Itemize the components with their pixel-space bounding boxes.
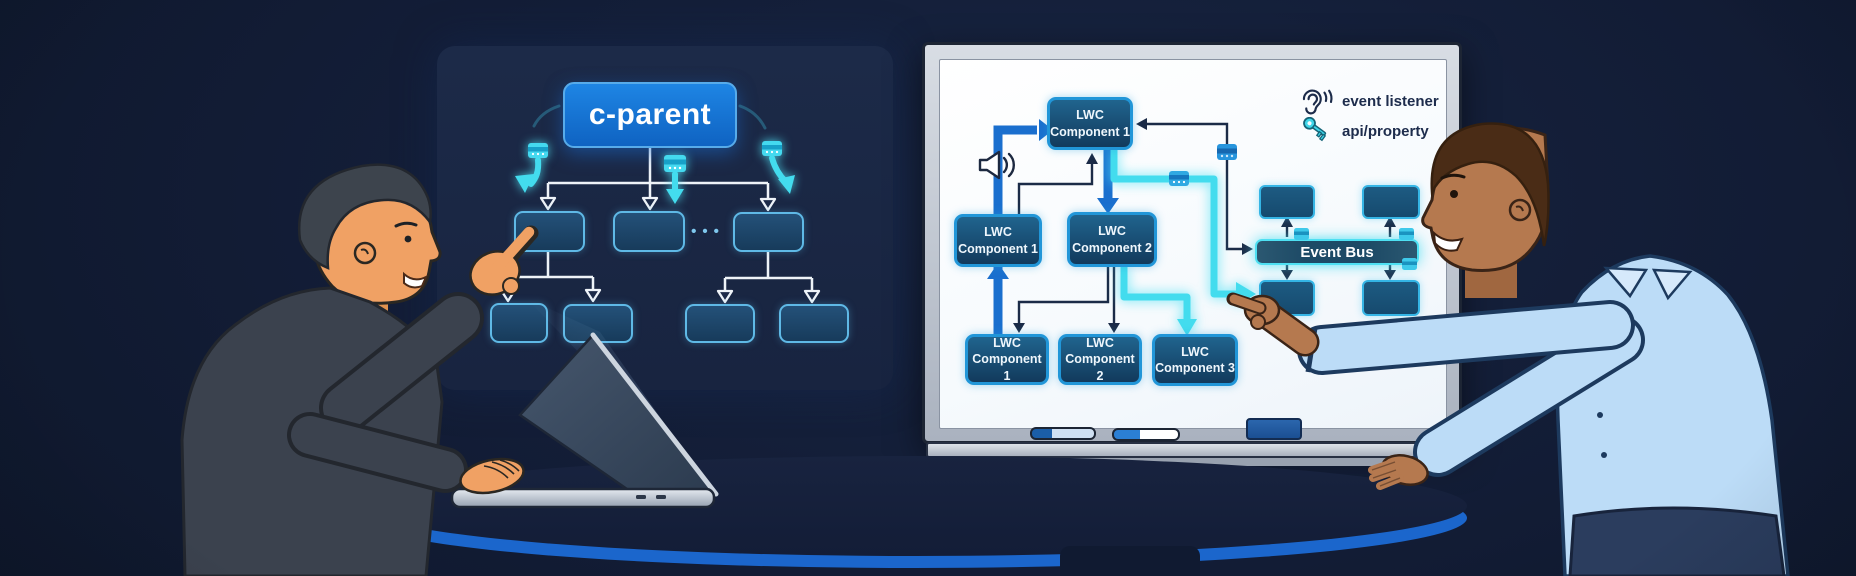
right-person-pointing-hand	[1226, 292, 1320, 357]
shirt-collar-left	[1603, 266, 1649, 299]
left-person-smile	[403, 271, 429, 289]
lwc-bottom-box-3: LWC Component 3	[1152, 334, 1238, 386]
table-pedestal	[1060, 546, 1200, 576]
custom-event-icon-on-cyan-line	[1169, 171, 1189, 186]
lwc-top-component-box: LWC Component 1	[1047, 97, 1133, 150]
legend-event-listener: event listener	[1300, 87, 1439, 115]
grandchild-box-4	[779, 304, 849, 343]
child-component-box-2	[613, 211, 685, 252]
lwc-mid-center-label: LWC Component 2	[1072, 224, 1152, 255]
left-person-eye	[404, 235, 412, 243]
pants	[1568, 506, 1786, 576]
bus-event-badge-1	[1294, 228, 1309, 240]
custom-event-path	[1110, 150, 1256, 336]
marker-pen-2	[1112, 428, 1180, 441]
whiteboard: LWC Component 1 LWC Component 1 LWC Comp…	[922, 42, 1462, 444]
laptop-lid-edge	[590, 332, 719, 497]
pointing-arm-sleeve	[323, 296, 480, 430]
right-person-hair	[1430, 122, 1550, 247]
whiteboard-eraser	[1246, 418, 1302, 440]
laptop	[450, 298, 719, 509]
right-person	[1226, 122, 1790, 576]
lwc-mid-center-box: LWC Component 2	[1067, 212, 1157, 267]
right-person-eyebrow	[1440, 173, 1466, 180]
left-person-head	[297, 163, 442, 305]
right-person-smile	[1432, 230, 1464, 252]
glowing-property-arrows	[515, 141, 795, 204]
typing-arm-sleeve	[291, 416, 464, 489]
custom-event-icon-on-black-line	[1217, 144, 1237, 160]
lwc-top-label: LWC Component 1	[1050, 108, 1130, 139]
left-person-ear	[353, 241, 377, 265]
lwc-bottom-box-2: LWC Component 2	[1058, 334, 1142, 385]
right-person-ear	[1508, 198, 1532, 222]
parent-child-hierarchy-panel: c-parent •••	[437, 46, 893, 390]
bus-subscriber-box-tr	[1362, 185, 1420, 219]
marker-pen-1	[1030, 427, 1096, 440]
table-arm-sleeve	[1417, 319, 1641, 473]
parent-component-label: c-parent	[588, 98, 712, 131]
whiteboard-icons	[978, 144, 1417, 270]
more-children-ellipsis: •••	[691, 222, 725, 240]
right-person-table-hand	[1368, 454, 1429, 490]
laptop-base	[450, 487, 716, 509]
left-person-hair	[297, 163, 432, 270]
tree-lines	[506, 148, 814, 291]
right-person-head	[1421, 122, 1550, 273]
api-property-label: api/property	[1342, 122, 1429, 140]
laptop-port-1	[636, 495, 646, 499]
bus-subscriber-box-br	[1362, 280, 1420, 316]
child-component-box-3	[733, 212, 804, 252]
key-icon	[1303, 117, 1327, 142]
lwc-bottom-label-1: LWC Component 1	[972, 336, 1042, 383]
whiteboard-surface: LWC Component 1 LWC Component 1 LWC Comp…	[939, 59, 1447, 429]
bus-event-badge-2	[1399, 228, 1414, 240]
event-bus-label: Event Bus	[1300, 243, 1374, 261]
property-flow-arrows	[515, 104, 795, 204]
bus-event-badge-3	[1402, 258, 1417, 270]
shirt-collar-right	[1651, 268, 1693, 301]
lwc-mid-left-box: LWC Component 1	[954, 214, 1042, 267]
pointing-arm-sleeve	[1301, 304, 1631, 371]
parent-component-box: c-parent	[563, 82, 737, 148]
left-person-typing-hand	[459, 457, 525, 495]
legend-api-property: api/property	[1300, 117, 1429, 145]
event-bus-bar: Event Bus	[1255, 239, 1419, 265]
event-listener-label: event listener	[1342, 92, 1439, 110]
bus-subscriber-box-tl	[1259, 185, 1315, 219]
left-person-eyebrow	[394, 221, 418, 228]
lwc-bottom-box-1: LWC Component 1	[965, 334, 1049, 385]
right-person-eye	[1450, 190, 1458, 198]
ear-icon	[1302, 89, 1333, 115]
left-person	[180, 163, 539, 576]
lwc-bottom-label-2: LWC Component 2	[1065, 336, 1135, 383]
megaphone-icon	[978, 150, 1015, 180]
motion-swooshes	[532, 104, 767, 130]
left-person-pointing-hand	[469, 225, 539, 296]
lwc-mid-left-label: LWC Component 1	[958, 225, 1038, 256]
lwc-bottom-label-3: LWC Component 3	[1155, 344, 1235, 375]
laptop-port-2	[656, 495, 666, 499]
grandchild-box-3	[685, 304, 755, 343]
property-badge-icons	[528, 141, 782, 172]
